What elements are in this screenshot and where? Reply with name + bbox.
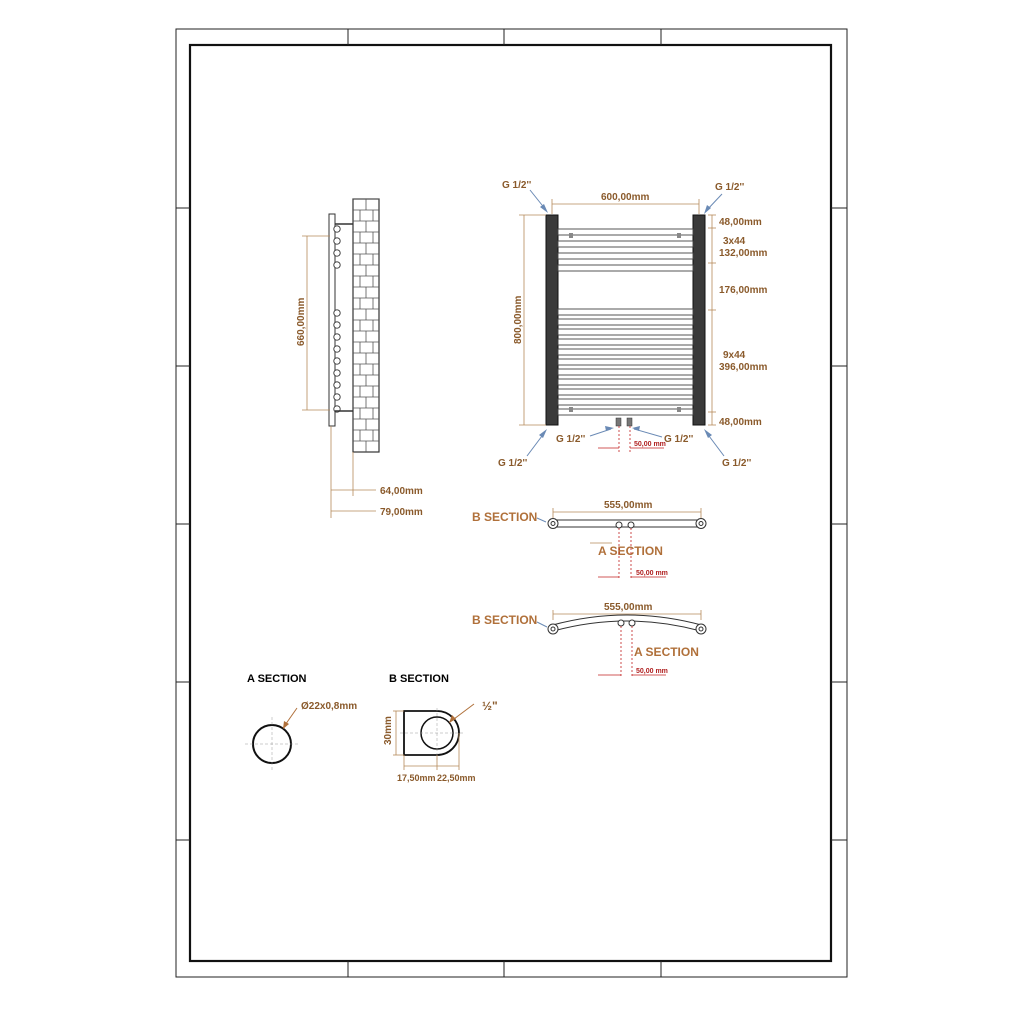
dim-22-5: 22,50mm — [437, 773, 476, 783]
front-bars — [557, 228, 694, 416]
side-rail — [328, 213, 336, 427]
a-section-label-2: A SECTION — [634, 645, 699, 659]
left-collector — [545, 214, 559, 426]
right-collector — [692, 214, 706, 426]
b-section-label-2: B SECTION — [472, 613, 537, 627]
dim-79: 79,00mm — [380, 507, 423, 518]
dim-555-2: 555,00mm — [604, 602, 652, 613]
dim-132: 132,00mm — [719, 248, 767, 259]
g-label-bottom-right-outer: G 1/2'' — [722, 458, 751, 469]
g-label-top-left: G 1/2'' — [502, 180, 531, 191]
b-section-curved: B SECTION 555,00mm A SECTION 50,00 mm — [472, 602, 707, 678]
dim-50-b2: 50,00 mm — [636, 668, 668, 675]
half-inch-label: ½" — [482, 699, 498, 713]
dim-17-5: 17,50mm — [397, 773, 436, 783]
b-section-label-1: B SECTION — [472, 510, 537, 524]
brick-wall — [352, 198, 380, 453]
drawing-frame — [175, 28, 848, 978]
a-section-detail: A SECTION Ø22x0,8mm — [245, 673, 357, 771]
b-section-straight: B SECTION 555,00mm A SECTION 50,00 mm — [472, 500, 707, 580]
dim-30: 30mm — [383, 716, 394, 745]
dim-50-front: 50,00 mm — [634, 441, 666, 448]
a-section-title: A SECTION — [247, 673, 307, 685]
dim-48-top: 48,00mm — [719, 217, 762, 228]
g-label-bottom-left-inner: G 1/2'' — [556, 434, 585, 445]
dim-64: 64,00mm — [380, 486, 423, 497]
dim-3x44: 3x44 — [723, 236, 746, 247]
b-section-title: B SECTION — [389, 673, 449, 685]
b-section-detail: B SECTION ½" 30mm 17,50mm 22,50mm — [383, 673, 498, 783]
dim-555-1: 555,00mm — [604, 500, 652, 511]
dim-48-bottom: 48,00mm — [719, 417, 762, 428]
dim-50-b1: 50,00 mm — [636, 570, 668, 577]
tube-diameter-label: Ø22x0,8mm — [301, 701, 357, 712]
front-view: 600,00mm 800,00mm 48,00mm 3x44 132,00mm … — [498, 180, 767, 469]
g-label-bottom-right-inner: G 1/2'' — [664, 434, 693, 445]
dim-176: 176,00mm — [719, 285, 767, 296]
g-label-bottom-left-outer: G 1/2'' — [498, 458, 527, 469]
dim-9x44: 9x44 — [723, 350, 746, 361]
dim-396: 396,00mm — [719, 362, 767, 373]
dim-660: 660,00mm — [296, 298, 307, 346]
dim-600: 600,00mm — [601, 192, 649, 203]
side-view: 660,00mm 64,00mm 79,00mm — [296, 198, 423, 518]
g-label-top-right: G 1/2'' — [715, 182, 744, 193]
dim-800: 800,00mm — [513, 296, 524, 344]
a-section-label-1: A SECTION — [598, 544, 663, 558]
